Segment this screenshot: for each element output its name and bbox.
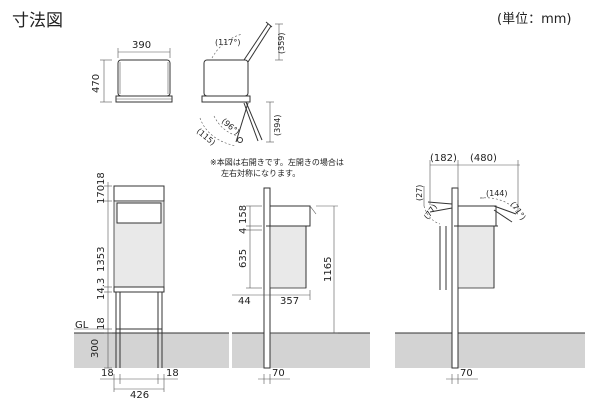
leg-left-label: 18 (101, 368, 114, 379)
side-depth-label: 357 (280, 296, 299, 307)
side-post-offset-label: 44 (238, 296, 251, 307)
top-width-label: 390 (132, 40, 151, 51)
note-line-2: 左右対称になります。 (221, 168, 300, 178)
lid-angle-label: (117°) (215, 38, 241, 47)
ground-right (395, 333, 585, 368)
door-angle-label: (96°) (220, 117, 241, 137)
front-top-gap-label: 18 (96, 172, 107, 185)
side-top-offset-label: 158 (238, 205, 249, 224)
open-lid-arc-label: (144) (486, 189, 508, 198)
front-gl-gap-label: 18 (96, 317, 107, 330)
open-depth-label: (480) (470, 153, 497, 164)
ground-middle (232, 333, 370, 368)
front-buried-label: 300 (90, 339, 101, 358)
side-small-offset-label: 4 (238, 228, 249, 234)
door-reach-label: (115) (195, 127, 217, 148)
top-side-view: (117°) (359) (394) (96°) (115) (195, 21, 286, 148)
open-side-view: (182) (480) (27) (77) (144) (71°) 70 (415, 153, 527, 384)
door-depth-label: (394) (273, 114, 282, 136)
lid-height-label: (359) (277, 32, 286, 54)
front-view: 18 170 1353 14.3 18 300 GL 18 18 426 (74, 172, 179, 400)
gl-label: GL (75, 320, 89, 331)
open-lid-reach-label: (182) (430, 153, 457, 164)
ground-left (74, 333, 229, 368)
side-total-height-label: 1165 (323, 257, 334, 282)
front-body-height-label: 1353 (96, 247, 107, 272)
front-width-label: 426 (130, 390, 149, 400)
front-base-height-label: 14.3 (96, 278, 107, 300)
top-front-view: 390 470 (91, 40, 173, 103)
top-height-label: 470 (91, 74, 102, 93)
open-post-width-label: 70 (460, 368, 473, 379)
page-title: 寸法図 (12, 11, 63, 31)
side-view: 158 4 635 1165 44 357 70 (232, 187, 338, 384)
open-lid-angle-label: (71°) (508, 200, 527, 222)
unit-label: (単位：mm) (497, 11, 571, 27)
front-header-height-label: 170 (96, 185, 107, 204)
open-door-label: (77) (422, 203, 439, 222)
open-lid-height-label: (27) (415, 185, 424, 201)
side-box-height-label: 635 (238, 249, 249, 268)
side-post-width-label: 70 (272, 368, 285, 379)
leg-right-label: 18 (166, 368, 179, 379)
note-line-1: ※本図は右開きです。左開きの場合は (210, 157, 344, 167)
